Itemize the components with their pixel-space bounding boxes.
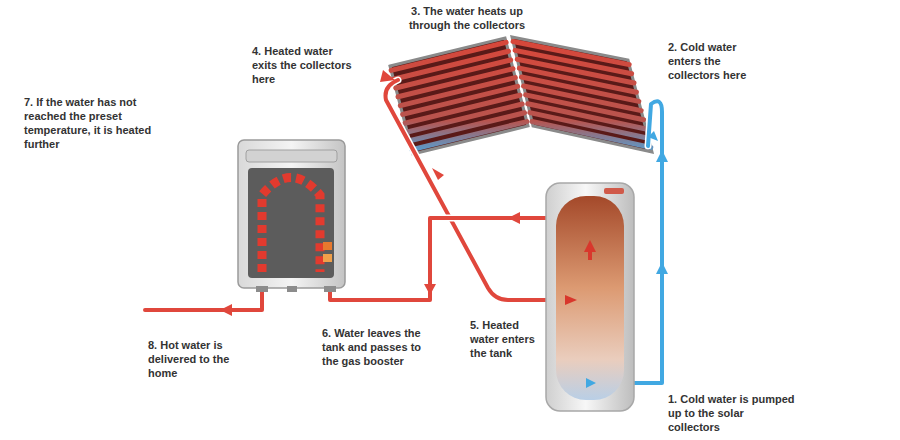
collector-tube — [532, 122, 651, 148]
callout-text: 1. Cold water is pumped up to the solar … — [668, 392, 798, 434]
booster-housing — [238, 140, 345, 288]
flow-arrow — [656, 262, 668, 274]
flow-arrow — [584, 240, 596, 252]
flow-arrow — [380, 70, 395, 82]
hot-pipe — [145, 290, 262, 310]
tank-badge — [604, 188, 624, 194]
collector-tubes — [391, 41, 651, 149]
flow-arrow — [508, 212, 520, 224]
tank-core — [556, 196, 624, 400]
booster-vent — [246, 150, 337, 162]
booster-panel — [248, 168, 334, 278]
flow-arrows — [220, 70, 668, 388]
callout-text: 7. If the water has not reached the pres… — [24, 95, 154, 151]
indicator — [323, 242, 332, 250]
pipe-outline — [386, 80, 551, 300]
fitting — [324, 286, 336, 292]
solar-collectors — [390, 37, 652, 154]
flow-arrow — [432, 168, 444, 180]
flow-arrow — [588, 252, 592, 260]
storage-tank — [546, 183, 634, 411]
pipe-outline — [330, 218, 550, 300]
flow-arrow — [648, 131, 658, 141]
callout-text: 4. Heated water exits the collectors her… — [252, 44, 352, 86]
callout-text: 8. Hot water is delivered to the home — [148, 338, 258, 380]
fitting — [256, 286, 268, 292]
flow-arrow — [565, 295, 577, 305]
flow-arrow — [586, 378, 596, 388]
callout-text: 3. The water heats up through the collec… — [392, 4, 542, 32]
callout-text: 2. Cold water enters the collectors here — [668, 40, 768, 82]
collector-tube — [412, 122, 527, 150]
collector-panel — [390, 38, 528, 154]
callout-text: 6. Water leaves the tank and passes to t… — [322, 326, 437, 368]
callout-text: 5. Heated water enters the tank — [470, 318, 546, 360]
hot-pipe — [386, 80, 551, 300]
indicator — [323, 254, 332, 262]
collector-panel — [512, 37, 652, 152]
burner-flame — [262, 178, 320, 273]
flow-arrow — [220, 304, 232, 316]
flow-arrow — [656, 150, 668, 162]
fitting — [287, 286, 297, 292]
flow-arrow — [424, 284, 436, 295]
tank-shell — [546, 183, 634, 411]
gas-booster — [238, 140, 345, 292]
hot-pipe — [330, 218, 550, 300]
